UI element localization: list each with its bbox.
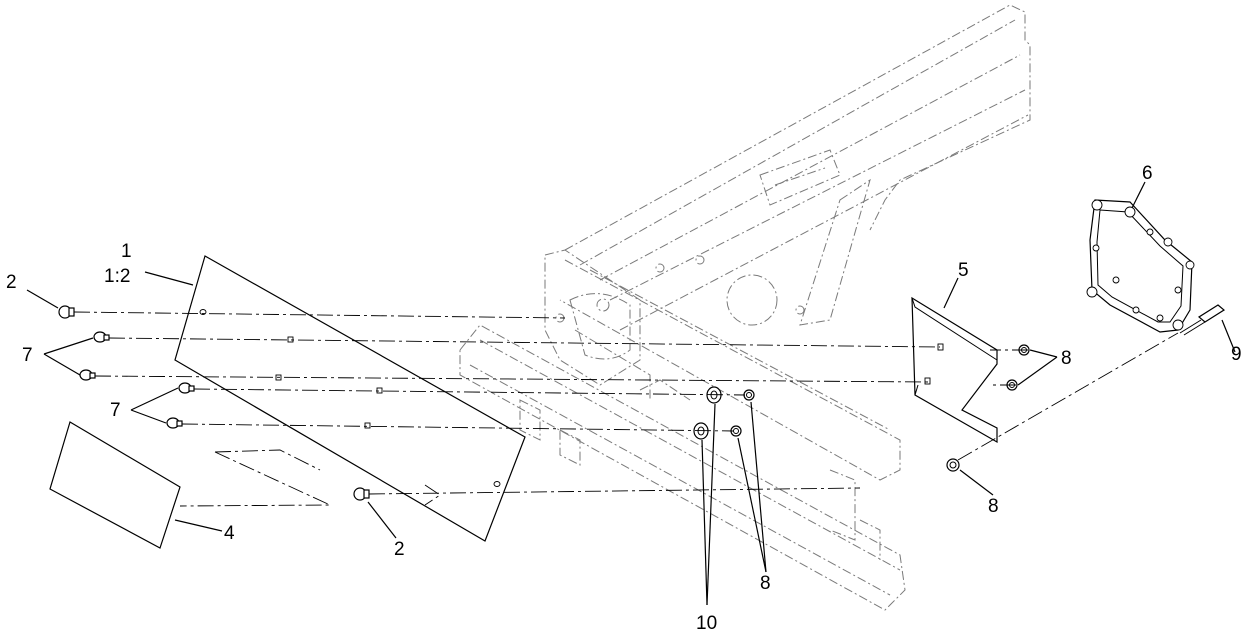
callout-labels: 1 1:2 2 7 7 4 2 5 6 8 8 9 8 10 <box>6 163 1242 634</box>
part-1-plate <box>174 255 526 542</box>
callout-1-scale: 1:2 <box>104 266 130 287</box>
leader-lines <box>26 181 1236 606</box>
callout-7-bottom: 7 <box>110 400 121 421</box>
chassis-frame <box>459 4 1031 611</box>
callout-9: 9 <box>1231 344 1242 365</box>
part-9-bolt <box>1179 304 1226 336</box>
part-6-cover <box>1086 199 1195 333</box>
callout-2-bottom: 2 <box>394 539 405 560</box>
callout-6: 6 <box>1142 163 1153 184</box>
callout-8-upper: 8 <box>1061 348 1072 369</box>
callout-4: 4 <box>224 523 235 544</box>
callout-8-lower-right: 8 <box>988 496 999 517</box>
assembly-lines <box>73 311 1179 507</box>
callout-8-bottom: 8 <box>760 573 771 594</box>
part-5-bracket <box>911 296 998 444</box>
callout-7-top: 7 <box>22 345 33 366</box>
fasteners <box>58 305 1030 501</box>
callout-5: 5 <box>958 260 969 281</box>
callout-2-top: 2 <box>6 272 17 293</box>
callout-10: 10 <box>696 613 717 634</box>
callout-1: 1 <box>121 241 132 262</box>
part-4-plate <box>49 421 181 549</box>
